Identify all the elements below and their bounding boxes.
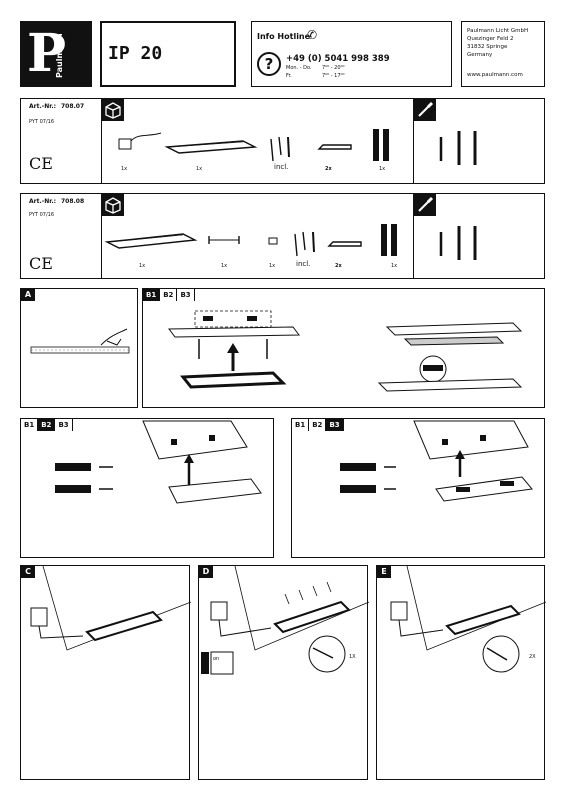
bracket-icon <box>327 241 362 247</box>
adhesive-strips-icon <box>373 129 389 161</box>
step-a-panel: A <box>20 288 138 408</box>
product2-qty-nut: 1x <box>269 263 276 269</box>
tab-b3: B3 <box>177 289 195 301</box>
tools-divider <box>413 194 414 278</box>
tab-b2: B2 <box>309 419 327 431</box>
package-icon <box>102 194 124 216</box>
product2-code: PYT 07/16 <box>29 212 55 218</box>
hotline-box: Info Hotline ✆ ? +49 (0) 5041 998 389 Mo… <box>251 21 452 87</box>
step-b-panel: B1 B2 B3 <box>142 288 545 408</box>
step-e-panel: E 2X <box>376 565 547 780</box>
panel-icon <box>104 233 198 249</box>
tab-b3: B3 <box>326 419 344 431</box>
tools-icon <box>439 131 477 165</box>
company-country: Germany <box>467 52 493 58</box>
help-icon: ? <box>257 52 281 76</box>
product2-panel: Art.-Nr.: 708.08 PYT 07/16 CE <box>20 193 545 279</box>
product1-art-label: Art.-Nr.: <box>29 103 57 110</box>
driver-icon <box>118 132 162 150</box>
screws-icon <box>270 136 290 162</box>
ip-rating: IP 20 <box>108 43 163 64</box>
ip-rating-box: IP 20 <box>100 21 236 87</box>
product2-qty-screws: incl. <box>296 260 311 268</box>
step-d-label: D <box>199 566 213 578</box>
box-divider <box>101 194 102 278</box>
panel-icon <box>164 140 258 154</box>
product2-art-no: 708.08 <box>61 198 85 205</box>
screwdriver-icon <box>414 194 436 216</box>
step-b-right-drawing <box>340 420 533 502</box>
nut-icon <box>268 237 278 245</box>
hotline-hours1: 7⁰⁰ - 20⁰⁰ <box>322 65 345 71</box>
tab-b3: B3 <box>55 419 73 431</box>
step-c-drawing <box>30 565 192 651</box>
product2-qty-strips: 1x <box>391 263 398 269</box>
tools-icon <box>439 226 477 260</box>
bracket-icon <box>317 144 352 150</box>
screwdriver-icon <box>414 99 436 121</box>
product1-art-no: 708.07 <box>61 103 85 110</box>
logo-box: P Paulmann <box>20 21 92 87</box>
hotline-title: Info Hotline <box>257 32 311 41</box>
step-b-left-drawing <box>55 420 262 504</box>
phone-icon: ✆ <box>307 28 318 42</box>
company-name: Paulmann Licht GmbH <box>467 28 529 34</box>
hotline-hours2: 7⁰⁰ - 17⁰⁰ <box>322 73 345 79</box>
company-box: Paulmann Licht GmbH Quezinger Feld 2 318… <box>461 21 545 87</box>
product2-qty-panel: 1x <box>139 263 146 269</box>
hotline-phone: +49 (0) 5041 998 389 <box>286 54 390 64</box>
tools-divider <box>413 99 414 183</box>
product1-qty-strips: 1x <box>379 166 386 172</box>
product1-code: PYT 07/16 <box>29 119 55 125</box>
screws-icon <box>294 231 315 257</box>
product1-panel: Art.-Nr.: 708.07 PYT 07/16 CE <box>20 98 545 184</box>
tab-b1: B1 <box>143 289 161 301</box>
step-e-label: E <box>377 566 391 578</box>
company-city: 31832 Springe <box>467 44 508 50</box>
step-c-panel: C <box>20 565 192 780</box>
step-a-label: A <box>21 289 35 301</box>
step-b-tabs: B1 B2 B3 <box>143 289 195 301</box>
box-divider <box>101 99 102 183</box>
spacer-rod-icon <box>208 236 240 244</box>
step-b-left-panel: B1 B2 B3 <box>20 418 274 558</box>
step-e-drawing <box>390 565 547 673</box>
step-b-left-tabs: B1 B2 B3 <box>21 419 73 431</box>
product2-qty-rod: 1x <box>221 263 228 269</box>
step-d-on-label: on <box>213 656 220 662</box>
step-b-right-panel: B1 B2 B3 <box>291 418 545 558</box>
hotline-days2: Fr. <box>286 73 292 79</box>
step-e-count: 2X <box>529 654 536 660</box>
logo-letter: P <box>27 23 67 84</box>
step-c-label: C <box>21 566 35 578</box>
product1-qty-panel: 1x <box>196 166 203 172</box>
product1-qty-bracket: 2x <box>325 166 332 172</box>
step-a-drawing <box>30 328 130 354</box>
product2-art-label: Art.-Nr.: <box>29 198 57 205</box>
company-web: www.paulmann.com <box>467 72 523 78</box>
step-d-count: 1X <box>349 654 356 660</box>
product2-qty-bracket: 2x <box>335 263 342 269</box>
logo-brand: Paulmann <box>55 33 64 78</box>
step-d-drawing <box>201 565 370 675</box>
tab-b1: B1 <box>21 419 39 431</box>
product2-parts-drawing <box>104 224 477 260</box>
adhesive-strips-icon <box>381 224 397 256</box>
step-d-panel: D on 1X <box>198 565 370 780</box>
package-icon <box>102 99 124 121</box>
tab-b2: B2 <box>38 419 56 431</box>
product1-parts-drawing <box>118 129 477 165</box>
company-street: Quezinger Feld 2 <box>467 36 514 42</box>
ce-mark: CE <box>29 254 53 273</box>
step-b-right-tabs: B1 B2 B3 <box>292 419 344 431</box>
hotline-days1: Mon. - Do. <box>286 65 312 71</box>
product1-qty-screws: incl. <box>274 163 289 171</box>
tab-b1: B1 <box>292 419 310 431</box>
tab-b2: B2 <box>160 289 178 301</box>
product1-qty-driver: 1x <box>121 166 128 172</box>
ce-mark: CE <box>29 154 53 173</box>
step-b-drawing <box>168 310 523 392</box>
